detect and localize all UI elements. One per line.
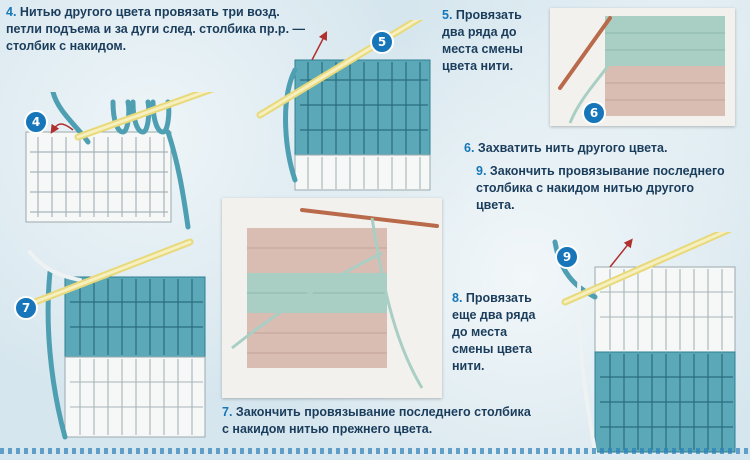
step-9-number: 9. — [476, 164, 487, 178]
illustration-step-4 — [25, 92, 215, 230]
step-6-caption: 6. Захватить нить другого цвета. — [464, 140, 744, 157]
step-7-text: Закончить провязывание последнего столби… — [222, 405, 531, 436]
illustration-step-7 — [28, 238, 206, 440]
step-7-number: 7. — [222, 405, 233, 419]
illustration-step-5 — [256, 20, 431, 191]
step-9-text: Закончить провязывание последнего столби… — [476, 164, 725, 212]
step-4-text: Нитью другого цвета провязать три возд. … — [6, 5, 306, 53]
step-5-badge: 5 — [370, 30, 394, 54]
illustration-step-8-9 — [552, 232, 736, 454]
step-9-badge: 9 — [555, 245, 579, 269]
step-7-caption: 7. Закончить провязывание последнего сто… — [222, 404, 532, 438]
step-8-text: Провязать еще два ряда до места смены цв… — [452, 291, 536, 373]
step-4-caption: 4. Нитью другого цвета провязать три воз… — [6, 4, 306, 55]
step-6-number: 6. — [464, 141, 475, 155]
step-8-caption: 8. Провязать еще два ряда до места смены… — [452, 290, 542, 375]
photo-step-6 — [550, 8, 735, 126]
step-4-number: 4. — [6, 5, 17, 19]
step-5-number: 5. — [442, 8, 453, 22]
step-6-badge: 6 — [582, 101, 606, 125]
step-4-badge: 4 — [24, 110, 48, 134]
step-6-text: Захватить нить другого цвета. — [477, 141, 668, 155]
step-5-text: Провязать два ряда до места смены цвета … — [442, 8, 523, 73]
step-8-number: 8. — [452, 291, 463, 305]
photo-center-sample — [222, 198, 442, 398]
step-9-caption: 9. Закончить провязывание последнего сто… — [476, 163, 734, 214]
footer-divider — [0, 448, 750, 454]
step-5-caption: 5. Провязать два ряда до места смены цве… — [442, 7, 542, 75]
step-7-badge: 7 — [14, 296, 38, 320]
